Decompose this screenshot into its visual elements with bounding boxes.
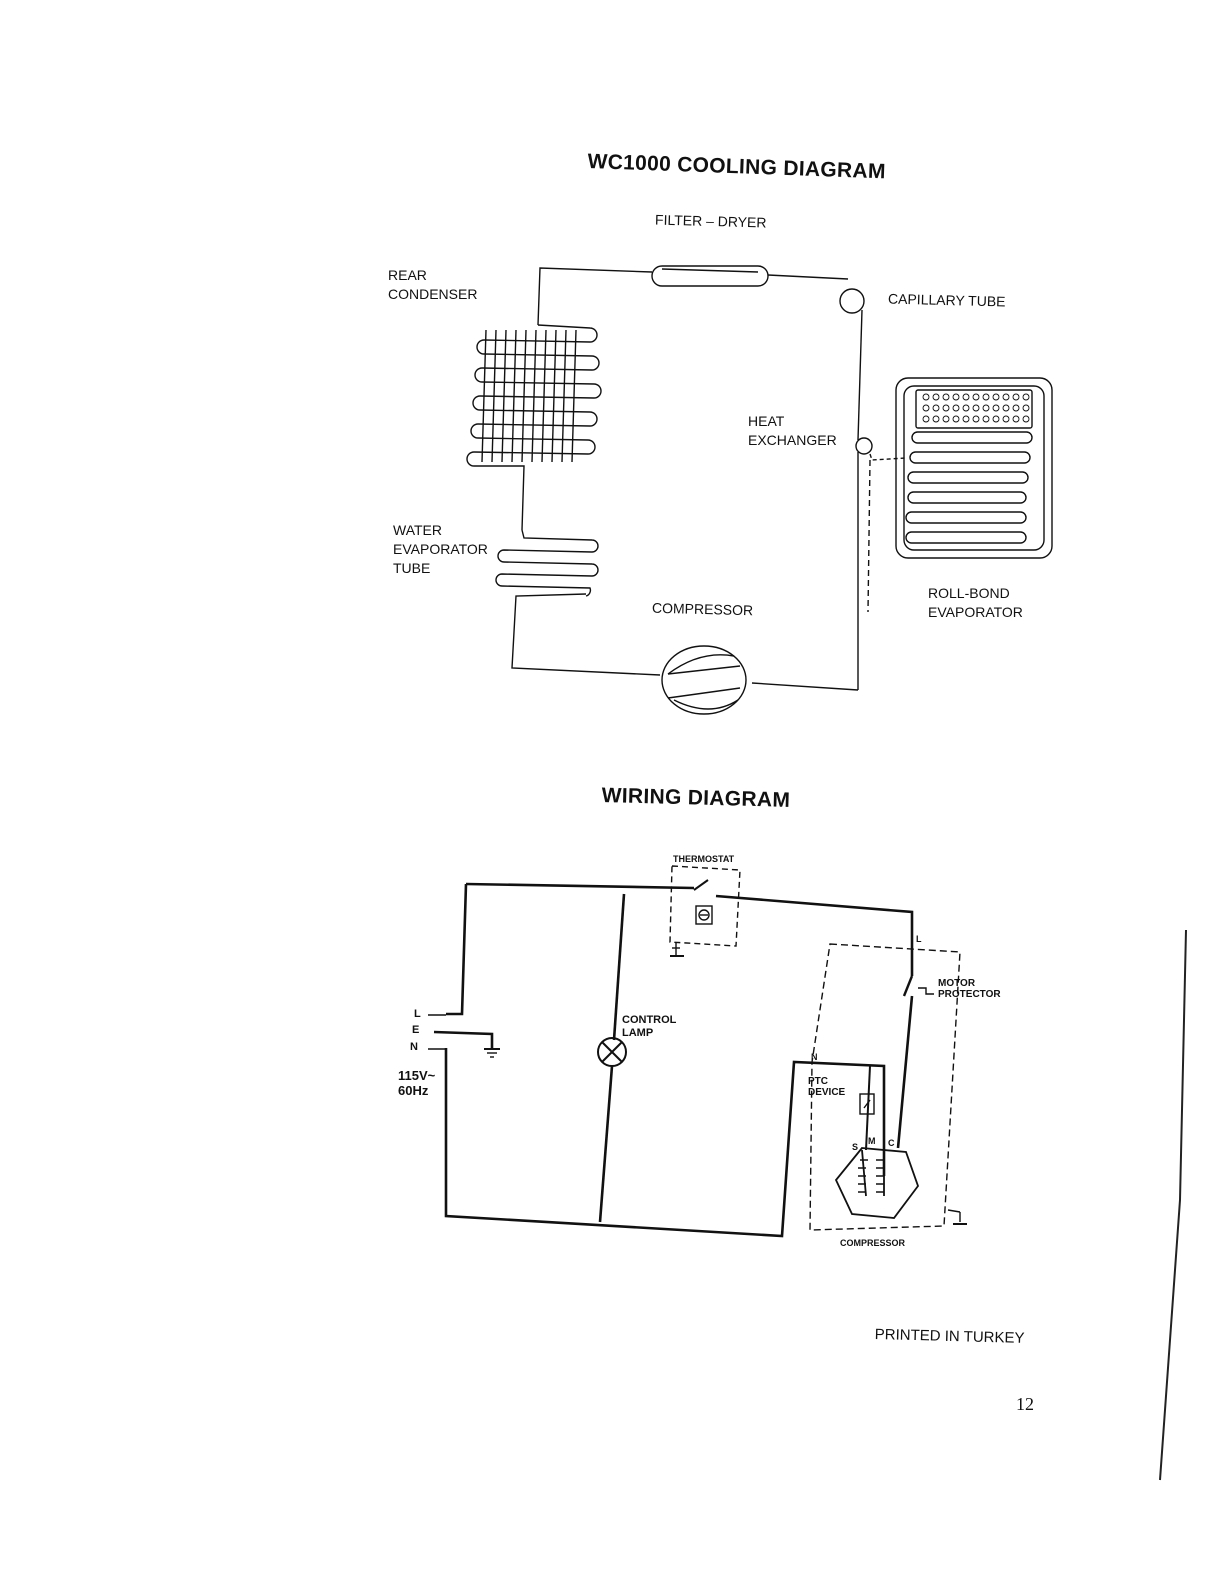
terminal-l-label: L — [916, 934, 922, 945]
page-number: 12 — [1016, 1394, 1034, 1415]
supply-rating-label: 115V~ 60Hz — [398, 1068, 435, 1098]
heat-exchanger-icon — [856, 438, 872, 454]
compressor-icon — [662, 646, 746, 714]
thermostat-icon — [670, 866, 740, 946]
filter-dryer-label: FILTER – DRYER — [655, 211, 767, 233]
wiring-circuit — [434, 884, 912, 1236]
roll-bond-dots — [923, 394, 1029, 422]
roll-bond-evaporator-label: ROLL-BOND EVAPORATOR — [928, 584, 1023, 622]
line-terminal-label: L — [414, 1008, 421, 1021]
wiring-compressor-label: COMPRESSOR — [840, 1238, 905, 1249]
earth-terminal-label: E — [412, 1024, 419, 1037]
water-evaporator-icon — [496, 530, 598, 596]
rear-condenser-label: REAR CONDENSER — [388, 266, 477, 304]
capillary-tube-icon — [840, 289, 864, 313]
terminal-c-label: C — [888, 1138, 895, 1149]
capillary-tube-label: CAPILLARY TUBE — [888, 289, 1006, 311]
ground-icon — [670, 942, 684, 956]
terminal-n-label: N — [811, 1052, 818, 1063]
control-lamp-icon — [598, 1038, 626, 1066]
ground-icon — [948, 1210, 967, 1224]
neutral-terminal-label: N — [410, 1041, 418, 1054]
thermostat-label: THERMOSTAT — [673, 854, 734, 865]
page-edge-line — [1160, 930, 1186, 1480]
water-evaporator-label: WATER EVAPORATOR TUBE — [393, 521, 488, 578]
control-lamp-label: CONTROL LAMP — [622, 1014, 676, 1040]
terminal-s-label: S — [852, 1142, 858, 1153]
heat-exchanger-label: HEAT EXCHANGER — [748, 412, 837, 450]
compressor-motor-icon — [836, 1148, 918, 1218]
refrigerant-circuit — [512, 266, 906, 714]
terminal-m-label: M — [868, 1136, 876, 1147]
motor-protector-icon — [904, 976, 934, 996]
rear-condenser-icon — [467, 325, 601, 530]
wiring-diagram-title: WIRING DIAGRAM — [601, 784, 790, 813]
motor-protector-label: MOTOR PROTECTOR — [938, 978, 1001, 1000]
compressor-label: COMPRESSOR — [652, 599, 754, 621]
ptc-device-label: PTC DEVICE — [808, 1076, 845, 1098]
roll-bond-evaporator-icon — [896, 378, 1052, 558]
ground-icon — [484, 1049, 500, 1057]
filter-dryer-icon — [652, 266, 768, 286]
